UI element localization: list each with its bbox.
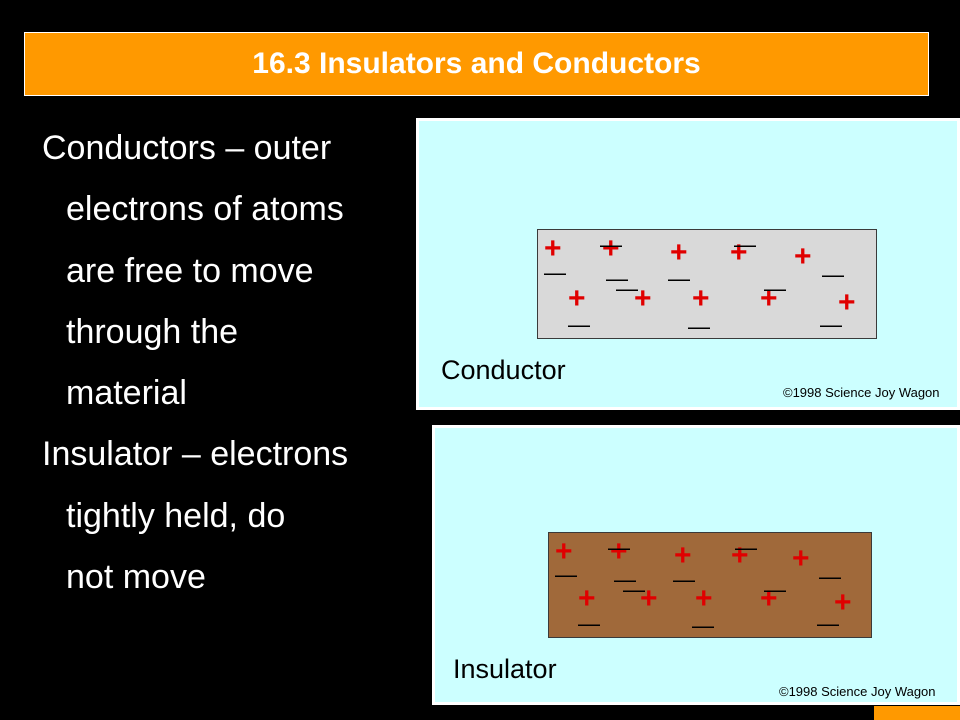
insulator-electron-mark: — (735, 535, 757, 560)
body-line-2: electrons of atoms (66, 190, 344, 229)
conductor-label: Conductor (441, 355, 566, 385)
conductor-electron-mark: — (688, 314, 710, 339)
insulator-electron-mark: — (692, 613, 714, 638)
conductor-proton-mark: + (692, 282, 710, 315)
body-text: Conductors – outer electrons of atoms ar… (42, 118, 442, 608)
conductor-proton-mark: + (838, 286, 856, 319)
insulator-electron-mark: — (623, 577, 645, 602)
insulator-proton-mark: + (555, 535, 573, 568)
conductor-proton-mark: + (568, 282, 586, 315)
insulator-proton-mark: + (640, 582, 658, 615)
body-line-7: tightly held, do (66, 496, 286, 535)
insulator-electron-mark: — (614, 567, 636, 592)
conductor-electron-mark: — (616, 276, 638, 301)
body-line-1: Conductors – outer (42, 129, 332, 167)
insulator-electron-mark: — (673, 567, 695, 592)
slide-title: 16.3 Insulators and Conductors (252, 47, 701, 80)
insulator-proton-mark: + (695, 582, 713, 615)
insulator-electron-mark: — (555, 562, 577, 587)
insulator-electron-mark: — (817, 611, 839, 636)
conductor-proton-mark: + (670, 236, 688, 269)
body-line-3: are free to move (66, 251, 314, 290)
insulator-material: ++++++++++——————————— (548, 532, 872, 638)
insulator-electron-mark: — (578, 611, 600, 636)
conductor-electron-mark: — (544, 260, 566, 285)
insulator-figure: ++++++++++——————————— Insulator ©1998 Sc… (432, 425, 960, 705)
insulator-proton-mark: + (674, 539, 692, 572)
conductor-electron-mark: — (600, 232, 622, 257)
insulator-label: Insulator (453, 654, 557, 684)
body-line-6: Insulator – electrons (42, 435, 349, 474)
conductor-material: ++++++++++——————————— (537, 229, 877, 339)
conductor-electron-mark: — (820, 312, 842, 337)
conductor-proton-mark: + (760, 282, 778, 315)
insulator-proton-mark: + (731, 539, 749, 572)
corner-accent (874, 706, 960, 720)
conductor-proton-mark: + (544, 232, 562, 265)
conductor-electron-mark: — (822, 262, 844, 287)
insulator-proton-mark: + (578, 582, 596, 615)
body-line-8: not move (66, 558, 206, 597)
body-line-4: through the (66, 312, 239, 351)
insulator-proton-mark: + (760, 582, 778, 615)
insulator-proton-mark: + (834, 586, 852, 619)
conductor-proton-mark: + (794, 240, 812, 273)
conductor-proton-mark: + (634, 282, 652, 315)
conductor-electron-mark: — (668, 266, 690, 291)
body-line-5: material (66, 374, 187, 413)
insulator-proton-mark: + (792, 542, 810, 575)
slide-title-bar: 16.3 Insulators and Conductors (24, 32, 929, 96)
conductor-figure: ++++++++++——————————— Conductor ©1998 Sc… (416, 118, 960, 410)
insulator-electron-mark: — (608, 535, 630, 560)
conductor-electron-mark: — (764, 276, 786, 301)
insulator-electron-mark: — (819, 564, 841, 589)
insulator-electron-mark: — (764, 577, 786, 602)
conductor-electron-mark: — (606, 266, 628, 291)
insulator-copyright: ©1998 Science Joy Wagon (779, 684, 936, 699)
conductor-proton-mark: + (602, 232, 620, 265)
conductor-electron-mark: — (734, 232, 756, 257)
insulator-proton-mark: + (610, 535, 628, 568)
conductor-proton-mark: + (730, 236, 748, 269)
conductor-copyright: ©1998 Science Joy Wagon (783, 385, 940, 400)
conductor-electron-mark: — (568, 312, 590, 337)
